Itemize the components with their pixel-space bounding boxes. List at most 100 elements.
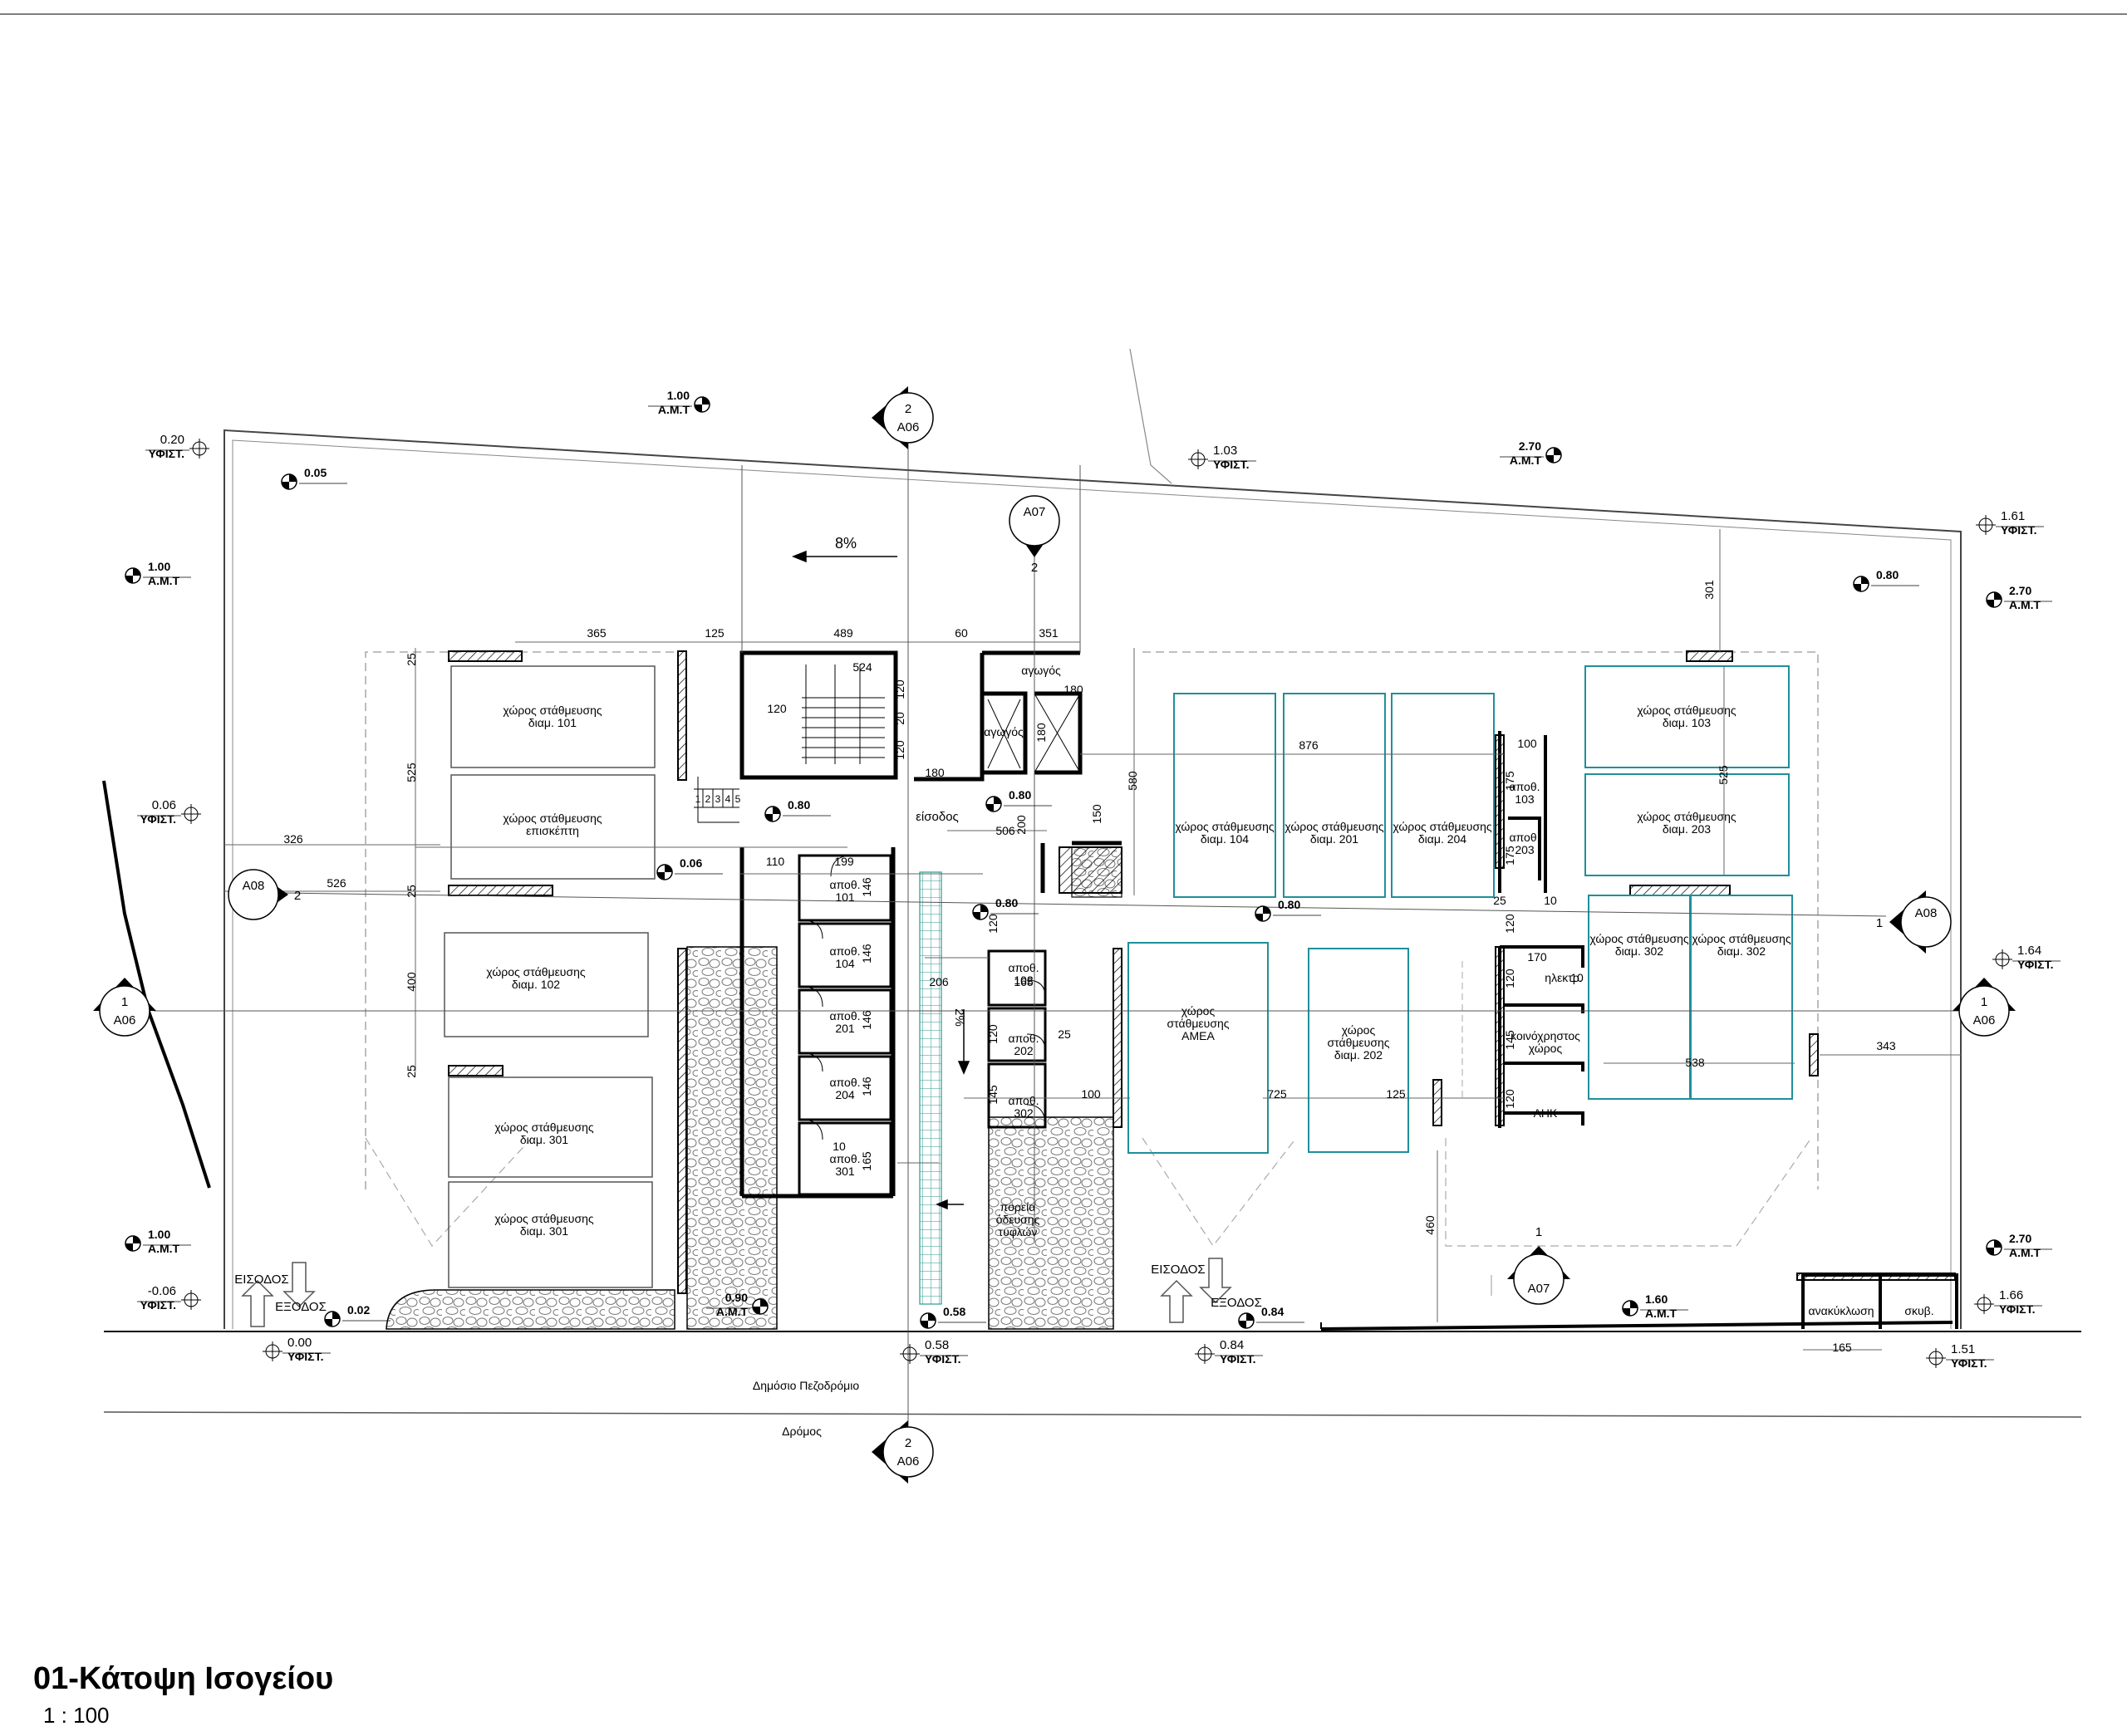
dimension-label: 538 bbox=[1685, 1056, 1705, 1069]
level-type: ΥΦΙΣΤ. bbox=[2017, 958, 2054, 971]
parking-space-label: διαμ. 302 bbox=[1615, 944, 1663, 958]
dimension-label: 100 bbox=[1517, 737, 1537, 750]
parking-space-label: διαμ. 103 bbox=[1663, 716, 1711, 729]
level-type: ΥΦΙΣΤ. bbox=[2001, 523, 2037, 537]
stair bbox=[694, 664, 1081, 823]
bins-label: σκυβ. bbox=[1904, 1304, 1933, 1317]
level-value: 0.06 bbox=[680, 856, 702, 870]
marker-number: 2 bbox=[905, 1436, 911, 1450]
entrance-text: ΕΙΣΟΔΟΣ bbox=[1151, 1263, 1205, 1277]
parking-space-label: διαμ. 203 bbox=[1663, 822, 1711, 836]
storage-walls-left bbox=[798, 854, 892, 1196]
level-marker: 0.05 bbox=[281, 466, 347, 490]
tactile-path bbox=[919, 871, 942, 1305]
dimension-label: 580 bbox=[1126, 771, 1139, 791]
marker-number: 2 bbox=[1031, 561, 1038, 575]
dimension-label: 120 bbox=[986, 914, 1000, 934]
storage-label: 302 bbox=[1014, 1106, 1034, 1120]
level-value: 0.80 bbox=[788, 798, 810, 812]
dimension-label: 165 bbox=[1832, 1341, 1852, 1354]
section-marker-a07-bottom: A07 bbox=[1507, 1246, 1570, 1305]
level-value: 0.90 bbox=[725, 1291, 748, 1304]
parking-space-label: χώρος στάθμευσης bbox=[486, 965, 586, 978]
stair-step-number: 2 bbox=[705, 793, 711, 805]
dimension-lines bbox=[224, 529, 1961, 1351]
section-marker-a08-left: A08 bbox=[228, 869, 288, 920]
dimension-label: 120 bbox=[1503, 1089, 1516, 1109]
stair-step-number: 3 bbox=[715, 793, 721, 805]
storage-label: 103 bbox=[1515, 792, 1535, 806]
dimension-label: 120 bbox=[893, 740, 906, 760]
dimension-label: 725 bbox=[1267, 1087, 1287, 1101]
level-value: 2.70 bbox=[2009, 584, 2031, 597]
dimension-label: 60 bbox=[955, 626, 968, 640]
level-type: ΥΦΙΣΤ. bbox=[925, 1352, 961, 1366]
level-marker: 1.00Α.Μ.Τ bbox=[125, 560, 191, 587]
storage-label: 204 bbox=[835, 1088, 855, 1101]
level-marker: 0.80 bbox=[1853, 568, 1919, 592]
storage-label: 202 bbox=[1014, 1044, 1034, 1057]
level-marker: 1.00Α.Μ.Τ bbox=[125, 1228, 191, 1255]
dimension-label: 100 bbox=[1081, 1087, 1101, 1101]
parking-space-label: διαμ. 102 bbox=[512, 978, 560, 991]
dimension-label: 146 bbox=[860, 877, 873, 897]
level-marker: 2.70Α.Μ.Τ bbox=[1986, 584, 2052, 611]
level-marker: 0.80 bbox=[985, 788, 1052, 812]
parking-space-label: χώρος στάθμευσης bbox=[494, 1212, 594, 1225]
dimension-label: 301 bbox=[1702, 580, 1716, 600]
level-marker: 0.90Α.Μ.Τ bbox=[706, 1291, 769, 1318]
parking-space-label: διαμ. 204 bbox=[1418, 832, 1466, 846]
electrical-room-label: ηλεκτρ. bbox=[1545, 971, 1582, 984]
slope-arrows bbox=[791, 550, 970, 1210]
dimension-label: 146 bbox=[860, 1010, 873, 1030]
dimension-label: 199 bbox=[834, 855, 854, 868]
level-markers: 0.20ΥΦΙΣΤ.1.00Α.Μ.Τ0.051.03ΥΦΙΣΤ.2.70Α.Μ… bbox=[125, 389, 2061, 1370]
storage-label: αποθ. bbox=[829, 944, 860, 958]
level-type: ΥΦΙΣΤ. bbox=[140, 1298, 177, 1312]
marker-number: 2 bbox=[905, 402, 911, 416]
dimension-label: 25 bbox=[405, 885, 418, 898]
parking-space-label: χώρος στάθμευσης bbox=[1285, 820, 1384, 833]
level-marker: 0.84 bbox=[1238, 1305, 1304, 1329]
dimension-label: 145 bbox=[986, 1085, 1000, 1105]
dimension-label: 365 bbox=[587, 626, 607, 640]
level-value: 0.58 bbox=[925, 1338, 949, 1352]
level-value: 1.00 bbox=[148, 560, 170, 573]
storage-walls-right bbox=[987, 949, 1047, 1129]
dimension-label: 10 bbox=[833, 1140, 846, 1153]
parking-space-label: χώρος στάθμευσης bbox=[1589, 932, 1689, 945]
tactile-path-label: τυφλών bbox=[999, 1225, 1038, 1238]
parking-space-label: στάθμευσης bbox=[1167, 1017, 1230, 1030]
marker-sheet: A07 bbox=[1528, 1282, 1550, 1296]
parking-space-label: διαμ. 201 bbox=[1310, 832, 1358, 846]
dimension-label: 120 bbox=[893, 679, 906, 699]
section-lines bbox=[154, 424, 1990, 1449]
dimension-label: 180 bbox=[1034, 723, 1048, 743]
level-value: 0.80 bbox=[1876, 568, 1899, 581]
level-marker: 2.70Α.Μ.Τ bbox=[1986, 1232, 2052, 1259]
level-type: Α.Μ.Τ bbox=[1645, 1307, 1678, 1320]
storage-label: αποθ. bbox=[1008, 1094, 1039, 1107]
dimension-label: 120 bbox=[767, 702, 787, 715]
parking-space-label: επισκέπτη bbox=[526, 824, 579, 837]
marker-sheet: A06 bbox=[897, 420, 920, 434]
level-marker: 0.80 bbox=[764, 798, 831, 822]
storage-label: αποθ. bbox=[829, 878, 860, 891]
dimension-label: 120 bbox=[986, 1024, 1000, 1044]
level-value: 1.60 bbox=[1645, 1292, 1668, 1306]
level-value: 1.61 bbox=[2001, 509, 2025, 523]
level-value: 1.00 bbox=[148, 1228, 170, 1241]
level-marker: 1.00Α.Μ.Τ bbox=[648, 389, 710, 416]
level-value: -0.06 bbox=[148, 1284, 176, 1298]
level-marker: 0.06 bbox=[656, 856, 723, 880]
ahk-label: ΑΗΚ bbox=[1534, 1106, 1558, 1120]
parking-teal bbox=[1127, 665, 1793, 1154]
storage-label: 301 bbox=[835, 1165, 855, 1178]
level-type: Α.Μ.Τ bbox=[2009, 1246, 2041, 1259]
dimension-label: 120 bbox=[1503, 914, 1516, 934]
